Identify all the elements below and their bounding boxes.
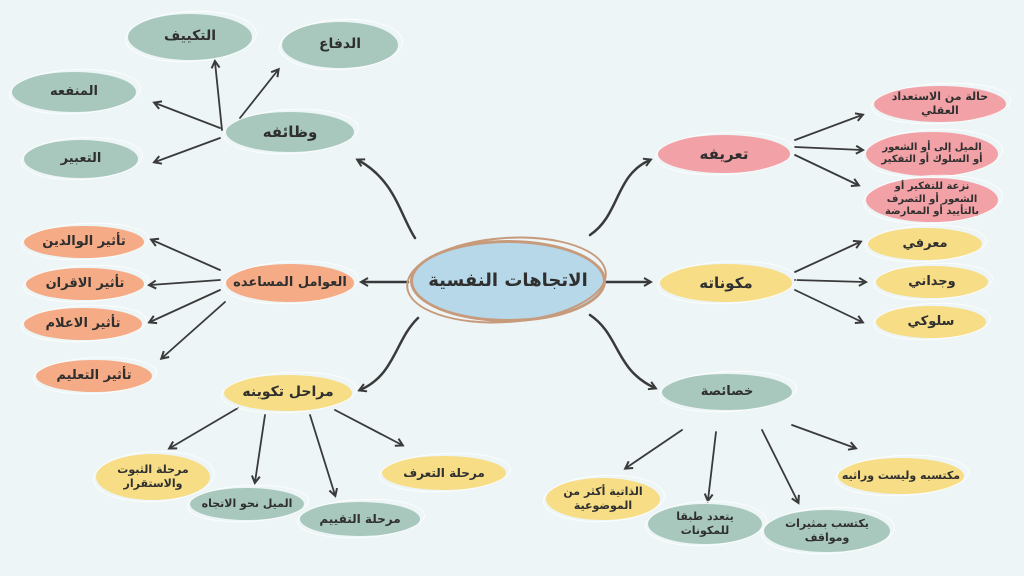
- definition-node: تعريفه: [658, 135, 790, 173]
- factors-item-peers: تأثير الاقران: [26, 268, 144, 300]
- factors-item-education: تأثير التعليم: [36, 360, 152, 392]
- components-item-behavioral: سلوكي: [876, 306, 986, 338]
- connector-functions-4: [155, 137, 221, 162]
- connector-center-characteristics: [588, 313, 655, 388]
- connector-stages-1: [170, 407, 239, 448]
- connector-stages-4: [334, 409, 402, 445]
- factors-node: العوامل المساعده: [226, 264, 354, 302]
- definition-item-2: الميل إلى أو الشعور أو السلوك أو التفكير: [866, 132, 998, 176]
- functions-item-defense: الدفاع: [282, 22, 398, 68]
- definition-item-1: حالة من الاستعداد العقلي: [874, 86, 1006, 122]
- connector-functions-2: [239, 70, 278, 119]
- characteristics-item-acquired: مكتسبه وليست وراثيه: [838, 458, 964, 494]
- functions-node: وظائفه: [226, 112, 354, 152]
- connector-factors-4: [162, 301, 226, 358]
- components-item-cognitive: معرفي: [868, 228, 982, 260]
- stages-item-evaluation: مرحلة التقييم: [300, 502, 420, 536]
- components-node: مكوناته: [660, 264, 792, 302]
- functions-item-adaptation: التكييف: [128, 14, 252, 60]
- characteristics-node: خصائصة: [662, 374, 792, 410]
- connector-factors-1: [152, 240, 221, 271]
- connector-functions-3: [155, 103, 221, 129]
- definition-item-3: نزعة للتفكير أو الشعور أو التصرف بالتأيي…: [866, 178, 998, 222]
- connector-center-definition: [588, 160, 650, 237]
- connector-components-1: [794, 242, 860, 273]
- connector-definition-1: [794, 115, 862, 141]
- connector-definition-3: [794, 154, 858, 185]
- components-item-emotional: وجداني: [876, 266, 988, 298]
- connector-stages-3: [309, 414, 335, 495]
- characteristics-item-stimuli: يكتسب بمثيرات ومواقف: [764, 510, 890, 552]
- connector-stages-2: [255, 414, 266, 482]
- functions-item-benefit: المنفعه: [12, 72, 136, 112]
- connector-factors-3: [150, 289, 221, 322]
- connector-definition-2: [794, 147, 862, 150]
- stages-item-recognition: مرحلة التعرف: [382, 456, 506, 490]
- connector-char-3: [708, 431, 717, 500]
- stages-item-tendency: الميل نحو الاتجاه: [190, 488, 304, 520]
- connector-char-1: [791, 424, 855, 448]
- stages-item-stability: مرحلة الثبوت والاستقرار: [96, 454, 210, 500]
- connector-components-2: [794, 280, 865, 282]
- characteristics-item-multiple: يتعدد طبقا للمكونات: [648, 504, 762, 544]
- factors-item-parents: تأثير الوالدين: [24, 226, 144, 258]
- center-topic: الاتجاهات النفسية: [410, 240, 606, 322]
- connector-char-2: [761, 429, 798, 502]
- connector-components-3: [794, 289, 862, 322]
- stages-node: مراحل تكوينه: [224, 375, 352, 411]
- factors-item-media: تأثير الاعلام: [24, 308, 142, 340]
- characteristics-item-subjective: الذاتية أكثر من الموضوعية: [546, 478, 660, 520]
- connector-char-4: [626, 429, 683, 468]
- functions-item-expression: التعبير: [24, 140, 138, 178]
- connector-center-functions: [358, 160, 417, 240]
- connector-functions-1: [215, 62, 223, 131]
- connector-factors-2: [150, 279, 221, 285]
- connector-center-stages: [360, 316, 420, 390]
